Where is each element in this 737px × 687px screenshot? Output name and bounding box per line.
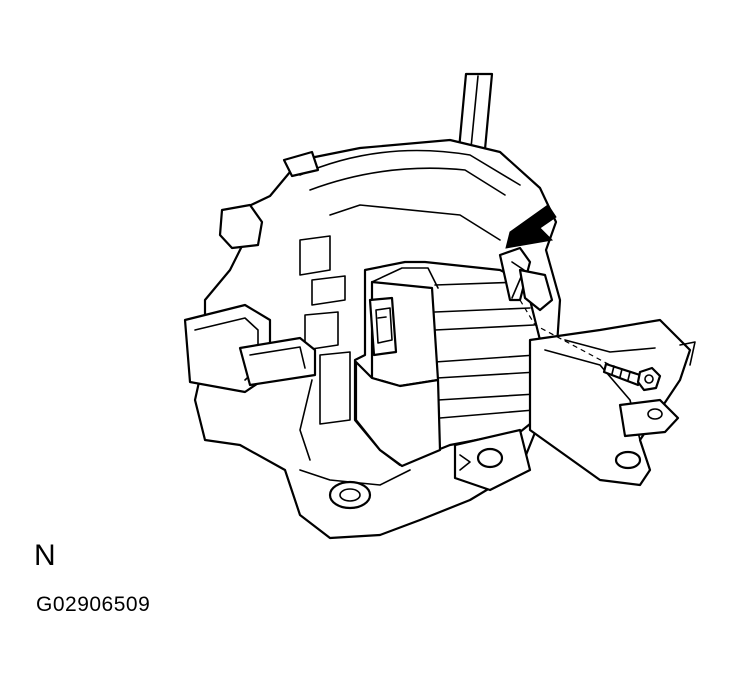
shift-position-label: N bbox=[34, 539, 56, 572]
wire-harness bbox=[498, 246, 631, 373]
left-side-bracket bbox=[183, 303, 317, 394]
mounting-screw-icon bbox=[602, 362, 662, 392]
figure-code: G02906509 bbox=[36, 593, 151, 616]
connector-arrow-icon bbox=[505, 204, 557, 249]
right-mounting-arm bbox=[528, 318, 696, 487]
shift-lock-switch-block bbox=[353, 260, 542, 468]
lower-detent-area bbox=[453, 428, 532, 492]
